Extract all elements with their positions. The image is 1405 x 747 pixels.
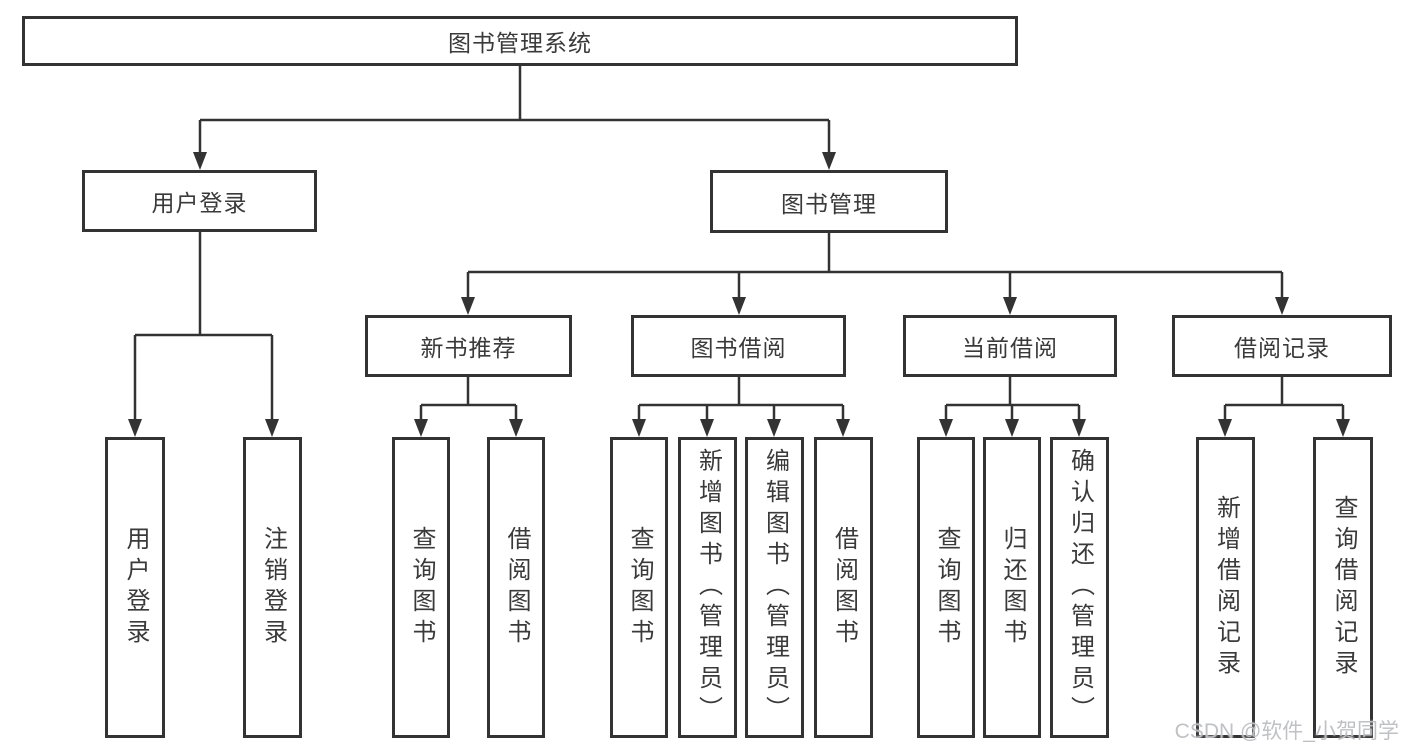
node-library-management-system: 图书管理系统 [22,16,1018,66]
leaf-edit-book-admin: 编辑图书（管理员） [745,437,804,738]
node-borrowing-records: 借阅记录 [1172,315,1392,377]
node-user-login: 用户登录 [82,170,317,232]
leaf-return-book: 归还图书 [983,437,1041,738]
node-book-borrowing: 图书借阅 [631,315,846,377]
node-new-book-recommendation: 新书推荐 [365,315,572,377]
leaf-query-books-recommend: 查询图书 [392,437,450,738]
leaf-user-login: 用户登录 [105,437,165,738]
leaf-borrow-books: 借阅图书 [814,437,873,738]
csdn-watermark: CSDN @软件_小贺同学 [1174,720,1399,743]
node-current-borrowing: 当前借阅 [903,315,1117,377]
leaf-query-books-current: 查询图书 [917,437,975,738]
leaf-query-books-borrow: 查询图书 [610,437,668,738]
leaf-add-borrow-record: 新增借阅记录 [1196,437,1255,738]
leaf-add-book-admin: 新增图书（管理员） [678,437,737,738]
leaf-confirm-return-admin: 确认归还（管理员） [1050,437,1109,738]
leaf-borrow-books-recommend: 借阅图书 [487,437,545,738]
leaf-query-borrow-record: 查询借阅记录 [1313,437,1373,738]
node-book-management: 图书管理 [710,170,948,233]
leaf-logout: 注销登录 [243,437,302,738]
